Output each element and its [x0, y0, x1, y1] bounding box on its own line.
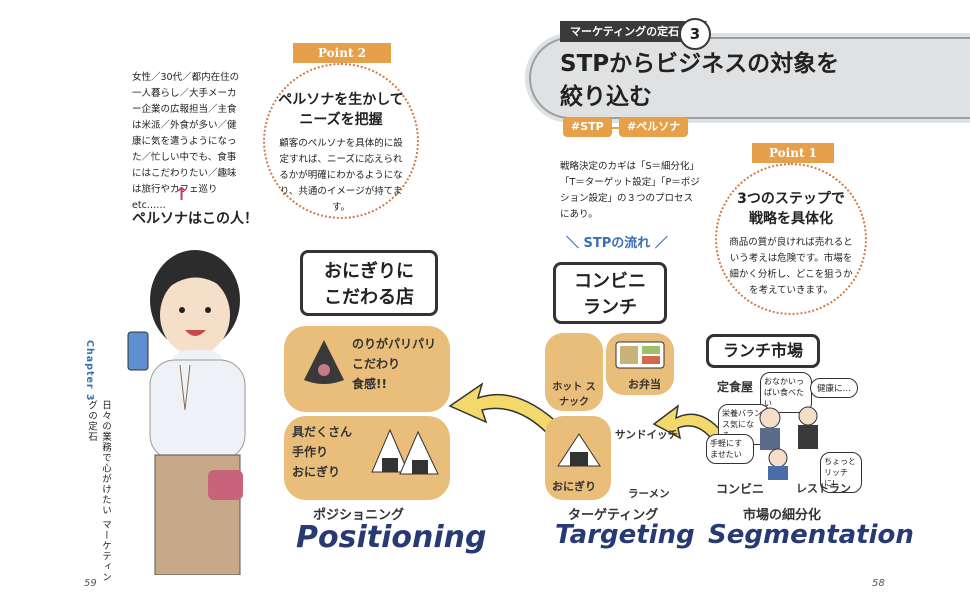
tag-persona: #ペルソナ [619, 117, 689, 137]
header-band-border [529, 37, 970, 119]
target-onigiri: おにぎり [552, 480, 596, 493]
page-title: STPからビジネスの対象を 絞り込む [560, 48, 839, 114]
tag-stp: #STP [563, 117, 612, 137]
point1-title: 3つのステップで 戦略を具体化 [729, 189, 853, 229]
arrow-to-targeting-icon [652, 404, 723, 444]
point2-title-2: ニーズを把握 [299, 112, 383, 128]
point2-body: 顧客のペルソナを具体的に設定すれば、ニーズに応えられるかが明確にわかるようになり… [279, 138, 403, 213]
intro-text: 戦略決定のカギは「S＝細分化」「T＝ターゲット設定」「P＝ポジション設定」の３つ… [560, 161, 700, 220]
point2-title-1: ペルソナを生かして [278, 92, 404, 108]
customers-illustration [759, 406, 818, 480]
target-hot-snack-panel [545, 333, 603, 411]
target-hot-snack: ホット スナック [552, 382, 596, 408]
stp-flow-label: ＼ STPの流れ ／ [566, 232, 668, 251]
positioning-sign-1: おにぎりに [324, 261, 414, 282]
onigiri-pair-icon [371, 428, 439, 475]
page-number-right: 58 [872, 578, 885, 589]
bubble-health: 健康に… [810, 378, 859, 398]
point1-title-2: 戦略を具体化 [749, 211, 833, 227]
item1-line2: こだわり [352, 357, 401, 371]
point1-body: 商品の質が良ければ売れるという考えは危険です。市場を細かく分析し、どこを狙うかを… [729, 237, 853, 296]
bubble-full: おなかいっぱい食べたい [760, 372, 812, 413]
persona-woman-illustration [127, 250, 246, 575]
target-sandwich: サンドイッチ [615, 429, 678, 441]
seg-restaurant: レストラン [796, 482, 851, 495]
point1-title-1: 3つのステップで [737, 191, 845, 207]
segmentation-jp: 市場の細分化 [743, 508, 822, 523]
item2-line1: 具だくさん [292, 425, 353, 439]
side-chapter-text: 日々の業務で心がけたい マーケティングの定石 [86, 400, 111, 583]
point2-label: Point 2 [293, 43, 391, 63]
chapter-number: 3 [679, 18, 711, 50]
onigiri-nori-icon [304, 340, 344, 384]
title-line-2: 絞り込む [560, 84, 652, 110]
targeting-en: Targeting [555, 520, 695, 550]
positioning-jp: ポジショニング [313, 508, 405, 523]
segmentation-en: Segmentation [708, 520, 914, 550]
slash-right-icon: ／ [650, 236, 668, 251]
targeting-sign-1: コンビニ [574, 271, 646, 292]
item1-line1: のりがパリパリ [352, 337, 437, 351]
side-chapter-label: Chapter 3 [84, 340, 95, 402]
onigiri-icon [557, 433, 601, 467]
persona-caption: ペルソナはこの人！ [132, 211, 258, 227]
targeting-jp: ターゲティング [568, 508, 659, 523]
positioning-sign-2: こだわる店 [324, 287, 414, 308]
item2-line2: 手作り [292, 445, 329, 459]
point2-title: ペルソナを生かして ニーズを把握 [277, 90, 405, 130]
bento-icon [615, 341, 665, 369]
target-bento: お弁当 [628, 378, 661, 391]
point1-circle: 3つのステップで 戦略を具体化 商品の質が良ければ売れるという考えは危険です。市… [715, 163, 867, 315]
point2-circle: ペルソナを生かして ニーズを把握 顧客のペルソナを具体的に設定すれば、ニーズに応… [263, 63, 419, 219]
up-arrow-icon: ↑ [174, 184, 190, 205]
stp-flow-text: STPの流れ [583, 236, 651, 251]
positioning-en: Positioning [296, 520, 487, 555]
targeting-sign: コンビニ ランチ [553, 262, 667, 324]
item2-line3: おにぎり [292, 465, 341, 479]
positioning-item2: 具だくさん 手作り おにぎり [292, 422, 352, 482]
bubble-rich: ちょっとリッチに! [820, 452, 862, 493]
persona-description: 女性／30代／都内在住の一人暮らし／大手メーカー企業の広報担当／主食は米派／外食… [132, 72, 240, 211]
seg-teishokuya: 定食屋 [717, 380, 754, 394]
slash-left-icon: ＼ [566, 236, 584, 251]
segmentation-sign: ランチ市場 [706, 334, 820, 368]
header-band [525, 33, 970, 123]
item1-line3: 食感!! [352, 377, 387, 391]
chapter-tag: マーケティングの定石 [560, 21, 708, 42]
page-number-left: 59 [84, 578, 97, 589]
positioning-sign: おにぎりに こだわる店 [300, 250, 438, 316]
bubble-quick: 手軽にすませたい [706, 434, 754, 464]
title-line-1: STPからビジネスの対象を [560, 51, 840, 77]
arrow-to-positioning-icon [448, 382, 565, 435]
targeting-sign-2: ランチ [583, 297, 637, 318]
seg-convenience: コンビニ [716, 482, 765, 496]
target-ramen: ラーメン [628, 488, 670, 500]
point1-label: Point 1 [752, 143, 834, 163]
tag-connector [603, 127, 619, 129]
positioning-item1: のりがパリパリ こだわり 食感!! [352, 334, 436, 394]
